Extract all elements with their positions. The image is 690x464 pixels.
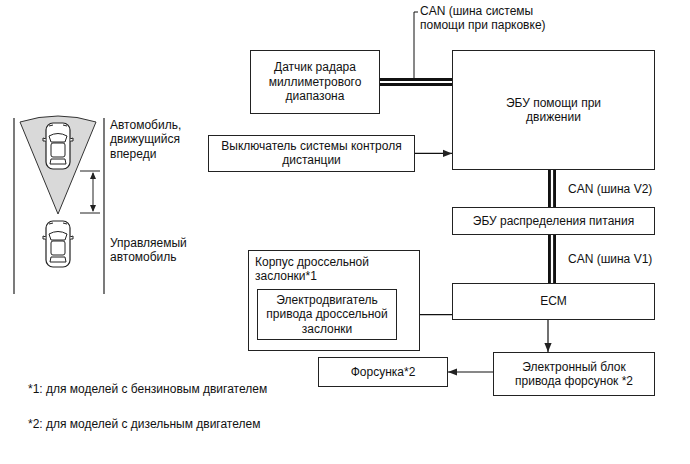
bus-label: CAN (шина системы помощи при парковке) (420, 4, 580, 33)
signal-arrow (547, 320, 548, 352)
node-text: Электронный блок привода форсунок *2 (500, 360, 648, 389)
can-bus (548, 170, 556, 207)
ecm-box: ECM (452, 283, 655, 320)
dimension-tick (80, 213, 100, 214)
road-edge (103, 118, 104, 294)
leader-line (414, 12, 418, 78)
node-text: Выключатель системы контроля дистанции (215, 139, 408, 168)
driver-box: Электронный блок привода форсунок *2 (493, 352, 655, 396)
footnote: *1: для моделей с бензиновым двигателем (28, 382, 298, 396)
node-text: Электродвигатель привода дроссельной зас… (264, 293, 390, 336)
footnote: *2: для моделей с дизельным двигателем (28, 417, 298, 431)
own-car (43, 221, 73, 267)
bus-label: CAN (шина V2) (568, 182, 678, 196)
node-text: ECM (540, 294, 567, 308)
switch-box: Выключатель системы контроля дистанции (208, 135, 415, 172)
lead-car (43, 123, 73, 169)
vehicle-label: Управляемый автомобиль (110, 236, 202, 265)
node-text: Датчик радара миллиметрового диапазона (257, 60, 373, 103)
can-bus (548, 235, 556, 283)
node-text: ЭБУ помощи при движении (494, 96, 614, 125)
can-bus-core (551, 235, 553, 283)
ecu-box: ЭБУ помощи при движении (452, 50, 655, 170)
dimension-arrows (90, 172, 96, 212)
injector-box: Форсунка*2 (318, 357, 448, 387)
sensor-box: Датчик радара миллиметрового диапазона (250, 50, 380, 114)
node-text: Форсунка*2 (351, 365, 416, 379)
ecu-box: ЭБУ распределения питания (452, 207, 655, 235)
can-bus-core (380, 81, 452, 83)
signal-arrow (448, 371, 493, 372)
signal-arrow (415, 153, 452, 154)
radar-cone (20, 116, 96, 214)
dimension-tick (80, 171, 100, 172)
motor-box: Электродвигатель привода дроссельной зас… (257, 289, 397, 340)
node-text: Корпус дроссельной заслонки*1 (255, 255, 413, 284)
can-bus (380, 78, 452, 86)
can-bus-core (551, 170, 553, 207)
housing-box: Корпус дроссельной заслонки*1Электродвиг… (248, 250, 420, 351)
road-edge (13, 118, 14, 294)
node-text: ЭБУ распределения питания (473, 214, 634, 228)
bus-label: CAN (шина V1) (568, 252, 678, 266)
vehicle-label: Автомобиль, движущийся впереди (110, 118, 202, 161)
